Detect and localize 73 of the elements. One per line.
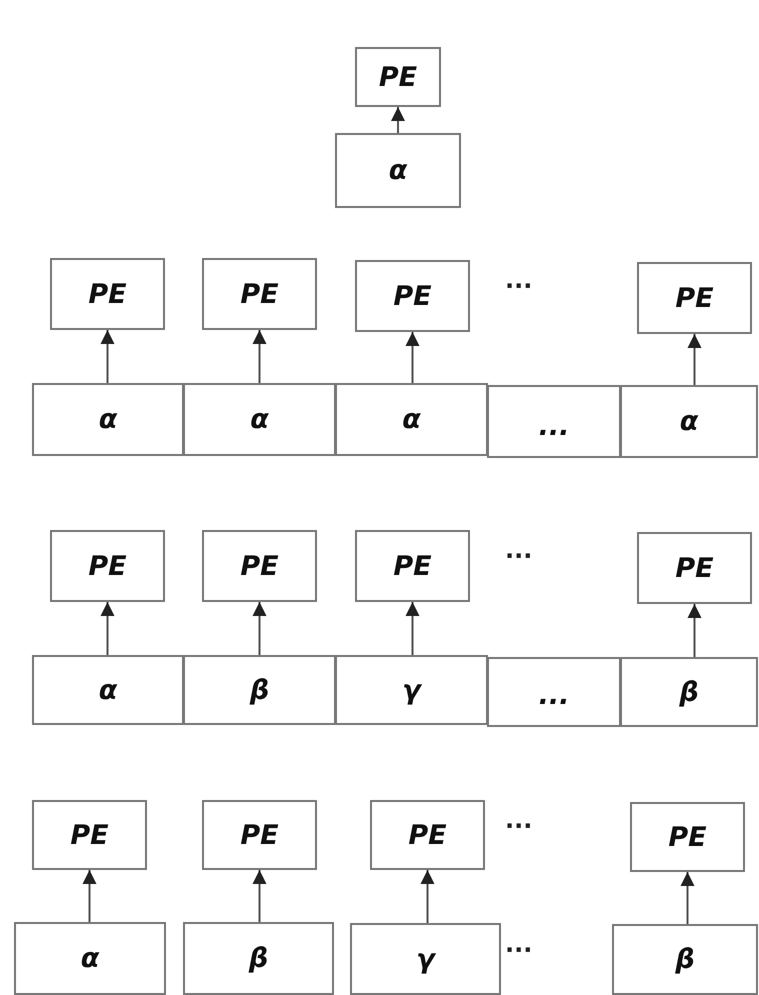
cell-text: PE [675,552,714,584]
cell-text: ... [538,680,570,711]
pe-box [637,262,752,334]
data-cell [335,655,488,725]
cell-text: PE [240,820,279,850]
cell-text: PE [668,822,707,852]
cell-text: ... [538,411,570,442]
cell-text: α [388,155,408,186]
data-cell [487,657,621,727]
cell-text: α [80,943,100,974]
data-cell [183,655,336,725]
cell-text: PE [393,280,432,312]
data-cell [487,385,621,458]
cell-text: PE [70,820,109,850]
data-cell [183,922,334,995]
cell-text: PE [378,62,418,92]
arrow [252,330,266,383]
pe-box [50,530,165,602]
cell-text: PE [393,550,432,582]
data-cell [335,383,488,456]
pe-box [32,800,147,870]
pe-box [202,530,317,602]
arrow [688,604,702,657]
cell-text: γ [402,674,421,706]
pe-box [50,258,165,330]
pe-box [202,800,317,870]
pe-box [630,802,745,872]
pe-box [370,800,485,870]
arrow [100,330,114,383]
cell-text: α [680,406,698,437]
data-cell [32,383,184,456]
pe-box [355,47,441,107]
cell-text: PE [240,550,279,582]
cell-text: α [250,404,269,435]
data-cell [350,923,501,995]
cell-text: β [250,674,270,706]
pe-box [355,530,470,602]
data-cell [183,383,336,456]
arrow [680,872,694,924]
arrow [252,870,266,922]
data-cell [620,657,758,727]
cell-text: α [98,674,118,706]
data-cell [612,924,758,995]
cell-text: β [248,943,268,974]
ellipsis-text: ··· [505,936,532,964]
arrow [406,332,420,383]
arrow [391,107,405,133]
cell-text: PE [408,820,447,850]
data-cell [32,655,184,725]
data-cell [335,133,461,208]
cell-text: PE [88,550,127,582]
data-cell [14,922,166,995]
data-cell [620,385,758,458]
arrow [252,602,266,655]
cell-text: PE [675,282,714,314]
cell-text: β [675,944,695,975]
ellipsis-text: ··· [505,272,532,300]
cell-text: PE [240,278,279,310]
arrow [82,870,96,922]
ellipsis-text: ··· [505,542,532,570]
arrow [688,334,702,385]
cell-text: α [402,404,421,435]
cell-text: γ [416,944,435,974]
pe-box [355,260,470,332]
arrow [420,870,434,923]
arrow [406,602,420,655]
cell-text: PE [88,278,127,310]
cell-text: α [98,404,118,435]
ellipsis-text: ··· [505,812,532,840]
cell-text: β [679,676,699,708]
arrow [100,602,114,655]
pe-box [637,532,752,604]
pe-box [202,258,317,330]
